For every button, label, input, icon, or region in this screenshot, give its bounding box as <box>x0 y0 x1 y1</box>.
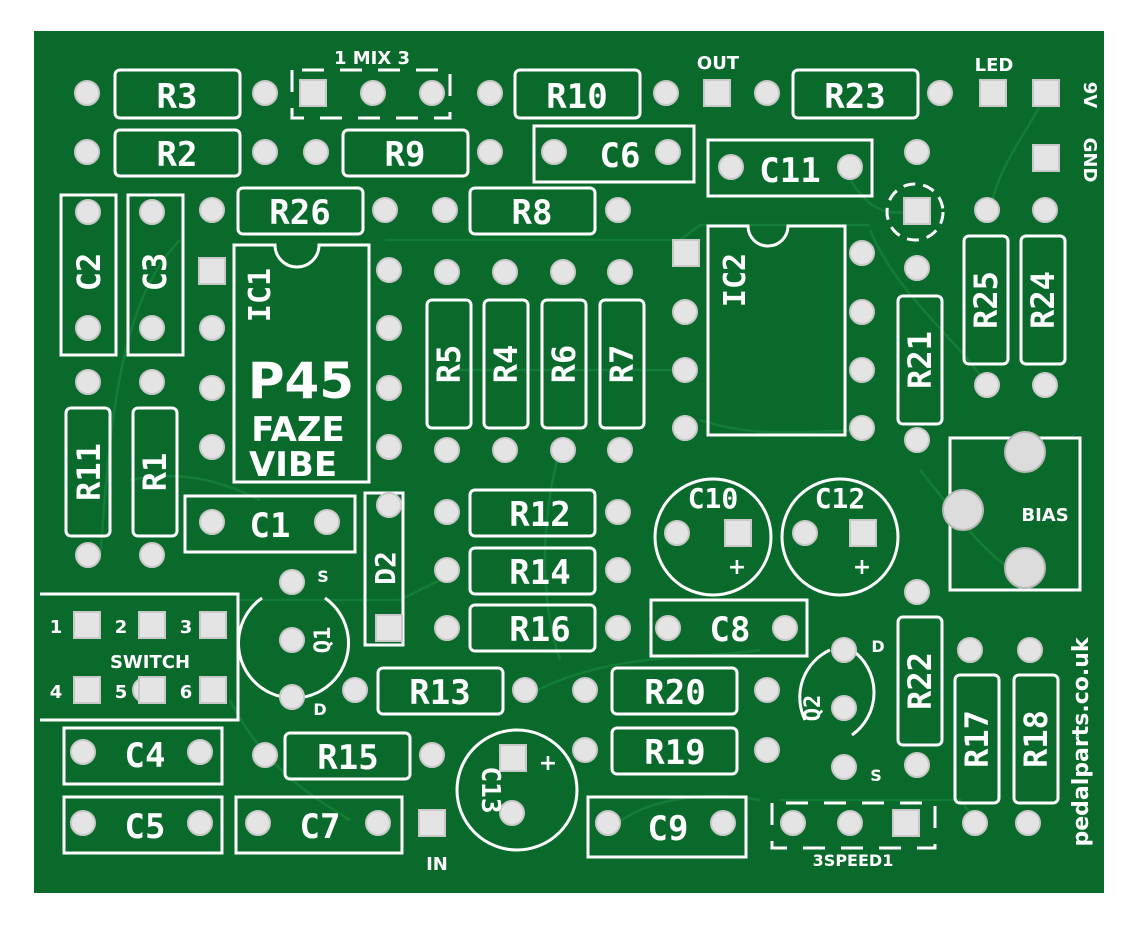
label-c10-plus: + <box>728 555 746 580</box>
board-title: P45 FAZE VIBE <box>248 352 354 485</box>
label-sw6: 6 <box>180 682 193 703</box>
label-q1-source: S <box>317 567 329 586</box>
silkscreen-outlines <box>40 68 1082 859</box>
label-c3: C3 <box>136 253 174 292</box>
label-r10: R10 <box>546 77 607 117</box>
label-sw1: 1 <box>50 617 63 638</box>
label-r2: R2 <box>157 135 198 175</box>
label-ic1: IC1 <box>243 268 278 322</box>
label-r15: R15 <box>317 738 378 778</box>
label-c7: C7 <box>300 807 341 847</box>
label-r22: R22 <box>901 652 939 710</box>
label-r21: R21 <box>901 331 939 389</box>
label-r19: R19 <box>644 733 705 773</box>
label-mix: 1 MIX 3 <box>334 48 410 69</box>
label-website: pedalparts.co.uk <box>1069 636 1094 846</box>
label-q2: Q2 <box>801 695 826 722</box>
label-gnd: GND <box>1079 138 1100 183</box>
label-ic2: IC2 <box>718 253 753 307</box>
label-r25: R25 <box>967 271 1005 329</box>
component-labels: R3 R2 R26 R9 R8 R10 R23 C6 C11 R12 R14 R… <box>70 77 1062 849</box>
label-c10: C10 <box>688 482 739 515</box>
board-subtitle-faze: FAZE <box>251 410 345 450</box>
label-sw5: 5 <box>115 682 128 703</box>
label-c4: C4 <box>125 736 166 776</box>
label-r23: R23 <box>824 77 885 117</box>
label-in: IN <box>426 854 448 875</box>
label-c9: C9 <box>648 809 689 849</box>
label-r24: R24 <box>1024 271 1062 329</box>
label-r6: R6 <box>545 345 583 384</box>
label-out: OUT <box>697 53 740 74</box>
solder-pads <box>70 79 1060 837</box>
label-r5: R5 <box>430 345 468 384</box>
label-sw4: 4 <box>50 682 63 703</box>
label-c12-plus: + <box>853 555 871 580</box>
label-r18: R18 <box>1017 710 1055 768</box>
label-speed: 3SPEED1 <box>813 851 894 870</box>
label-q1: Q1 <box>311 627 336 654</box>
label-r1: R1 <box>136 453 174 492</box>
label-c6: C6 <box>600 136 641 176</box>
label-q2-source: S <box>870 766 882 785</box>
label-c5: C5 <box>125 807 166 847</box>
label-r12: R12 <box>509 495 570 535</box>
bias-trimmer-pads <box>942 431 1046 589</box>
label-r16: R16 <box>509 610 570 650</box>
label-switch: SWITCH <box>110 652 190 673</box>
label-r4: R4 <box>487 345 525 384</box>
label-sw3: 3 <box>180 617 193 638</box>
label-r9: R9 <box>385 135 426 175</box>
label-9v: 9V <box>1079 82 1100 109</box>
label-r7: R7 <box>603 345 641 384</box>
board-subtitle-vibe: VIBE <box>249 445 337 485</box>
label-r17: R17 <box>958 710 996 768</box>
label-r11: R11 <box>70 443 108 501</box>
label-c8: C8 <box>710 610 751 650</box>
label-bias: BIAS <box>1021 505 1068 526</box>
label-q1-drain: D <box>313 700 326 719</box>
board-title-p45: P45 <box>248 352 354 410</box>
label-q2-drain: D <box>871 637 884 656</box>
label-c2: C2 <box>70 253 108 292</box>
label-c11: C11 <box>759 151 820 191</box>
label-r20: R20 <box>644 673 705 713</box>
label-c12: C12 <box>815 482 866 515</box>
label-r26: R26 <box>269 193 330 233</box>
label-c1: C1 <box>250 506 291 546</box>
label-r14: R14 <box>509 553 570 593</box>
label-r8: R8 <box>512 193 553 233</box>
label-led: LED <box>975 55 1014 76</box>
label-r3: R3 <box>157 77 198 117</box>
label-r13: R13 <box>409 673 470 713</box>
label-sw2: 2 <box>115 617 128 638</box>
label-d2: D2 <box>369 551 402 585</box>
label-c13: C13 <box>475 767 505 814</box>
label-c13-plus: + <box>539 751 557 776</box>
connector-labels: 1 MIX 3 OUT LED 9V GND IN BIAS SWITCH 3S… <box>50 48 1100 875</box>
